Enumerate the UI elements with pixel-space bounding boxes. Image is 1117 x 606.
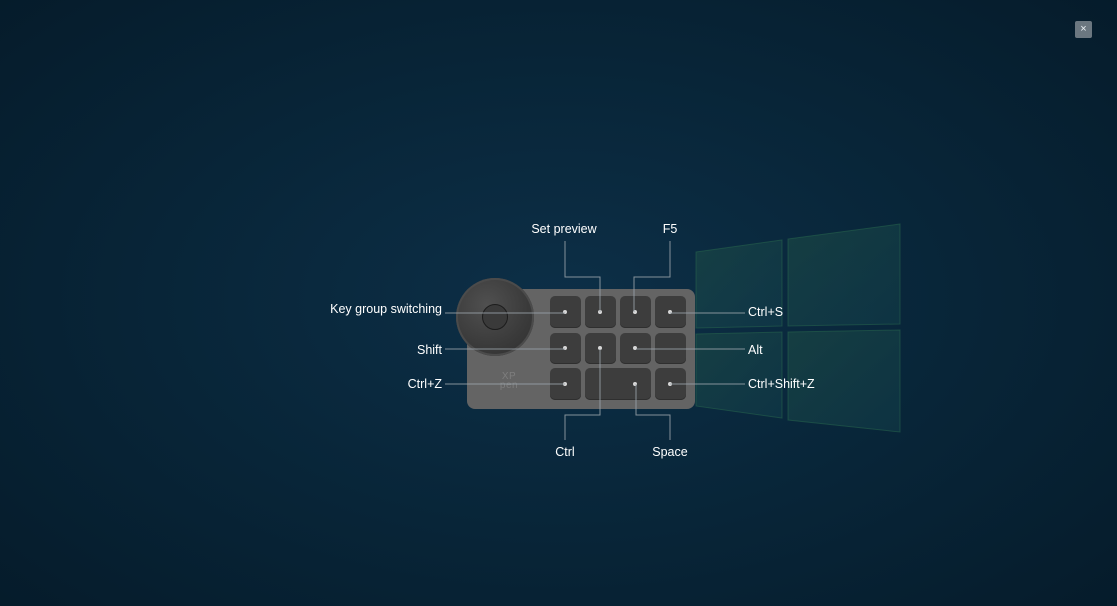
key-ctrl-z[interactable] (550, 368, 581, 400)
label-set-preview: Set preview (531, 222, 597, 236)
key-space[interactable] (585, 368, 651, 400)
key-dot (598, 310, 602, 314)
label-shift: Shift (416, 343, 442, 357)
key-dot (563, 310, 567, 314)
key-dot (668, 310, 672, 314)
label-ctrl: Ctrl (555, 445, 575, 459)
key-dot (563, 346, 567, 350)
xppen-logo: XP pen (496, 371, 522, 391)
close-button[interactable]: × (1075, 21, 1092, 38)
key-dot (563, 382, 567, 386)
key-ctrl-shift-z[interactable] (655, 368, 686, 400)
windows-logo-icon (695, 223, 901, 433)
key-dot (633, 310, 637, 314)
brand-line-1: XP (501, 371, 517, 382)
key-row1-col1[interactable] (550, 296, 581, 328)
label-ctrl-z: Ctrl+Z (407, 377, 442, 391)
key-set-preview[interactable] (585, 296, 616, 328)
label-space: Space (652, 445, 688, 459)
key-dot (633, 382, 637, 386)
windows-logo-watermark (690, 222, 905, 434)
label-key-group-switching: Key group switching (330, 302, 442, 316)
key-dot (668, 382, 672, 386)
label-ctrl-shift-z: Ctrl+Shift+Z (748, 377, 815, 391)
dial-center-button[interactable] (482, 304, 508, 330)
close-icon: × (1080, 23, 1087, 35)
key-f5[interactable] (620, 296, 651, 328)
key-dot (598, 346, 602, 350)
label-f5: F5 (662, 222, 678, 236)
key-row2-col2[interactable] (585, 333, 616, 364)
key-shift[interactable] (550, 333, 581, 364)
brand-line-2: pen (499, 380, 519, 391)
key-right-tall[interactable] (655, 333, 686, 364)
key-dot (633, 346, 637, 350)
label-alt: Alt (748, 343, 763, 357)
label-ctrl-s: Ctrl+S (748, 305, 784, 319)
key-alt[interactable] (620, 333, 651, 364)
